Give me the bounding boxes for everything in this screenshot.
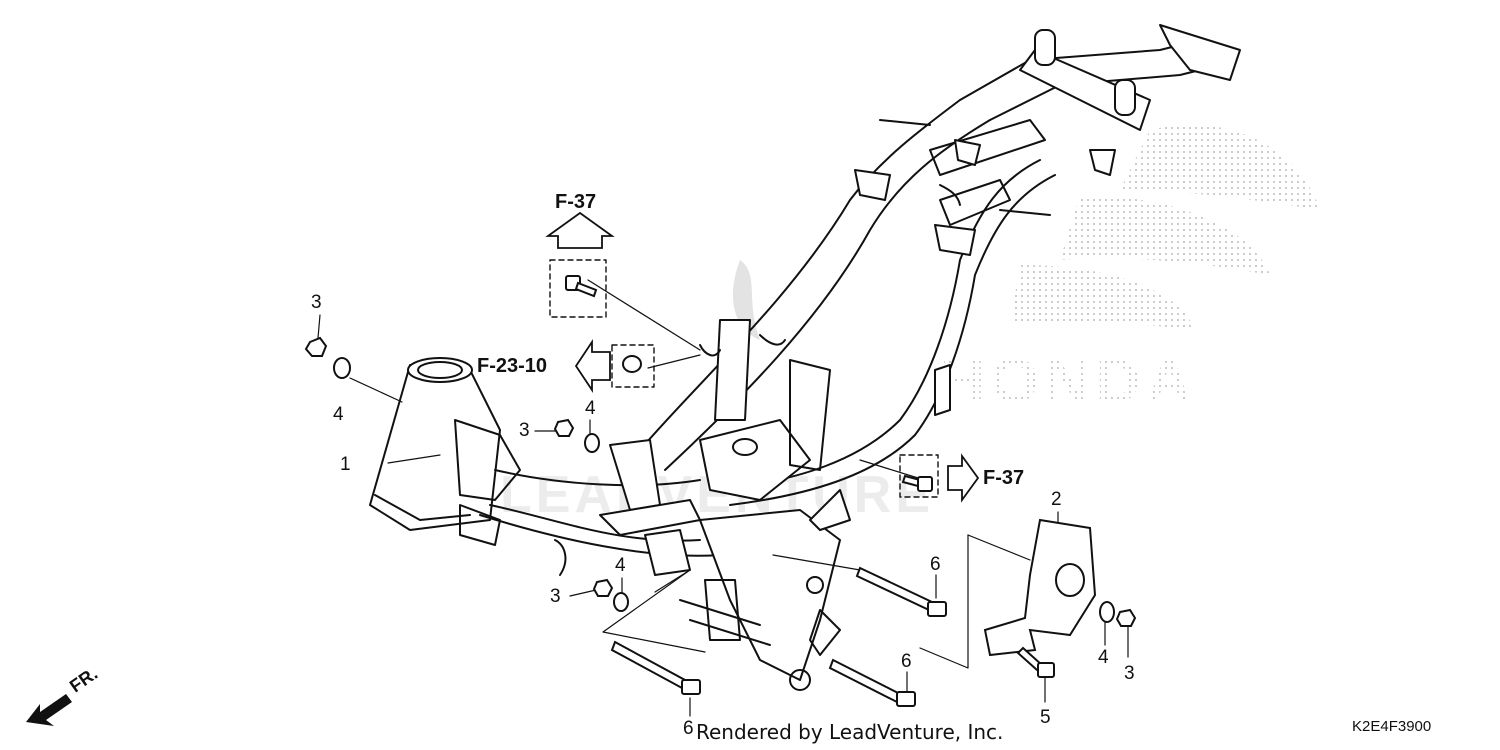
callout-4-c: 4	[615, 555, 626, 576]
callout-3-b: 3	[519, 420, 530, 441]
callout-3-d: 3	[1124, 663, 1135, 684]
render-credit: Rendered by LeadVenture, Inc.	[696, 720, 1004, 744]
diagram-code: K2E4F3900	[1352, 718, 1432, 735]
ref-f37-top[interactable]: F-37	[555, 191, 597, 213]
up-arrow-icon	[545, 211, 615, 249]
frame-body	[369, 24, 1241, 691]
callout-4-d: 4	[1098, 647, 1109, 668]
ref-bolt-right	[901, 474, 933, 492]
callout-6-a: 6	[930, 554, 941, 575]
washer-4-a	[333, 357, 351, 379]
bolt-5	[1016, 646, 1055, 678]
callout-5: 5	[1040, 707, 1051, 728]
ref-grommet	[622, 355, 642, 373]
bolt-6-c	[828, 658, 916, 707]
callout-6-b: 6	[901, 651, 912, 672]
callout-6-c: 6	[683, 718, 694, 739]
bracket-part-2	[983, 518, 1097, 657]
callout-2: 2	[1051, 489, 1062, 510]
left-arrow-icon	[574, 339, 611, 393]
ref-f37-right[interactable]: F-37	[983, 467, 1025, 489]
callout-3-a: 3	[311, 292, 322, 313]
washer-4-b	[584, 433, 600, 453]
nut-3-a	[304, 336, 328, 357]
ref-bolt-top	[565, 275, 598, 298]
callout-4-a: 4	[333, 404, 344, 425]
reference-boxes	[549, 259, 939, 498]
callout-3-c: 3	[550, 586, 561, 607]
washer-4-d	[1099, 601, 1115, 623]
nut-3-d	[1115, 608, 1137, 627]
honda-wing-watermark	[732, 124, 1320, 340]
bolt-6-b	[855, 566, 947, 617]
callout-1: 1	[340, 454, 351, 475]
bolt-6-a	[610, 640, 701, 695]
washer-4-c	[613, 592, 629, 612]
ref-f23-10[interactable]: F-23-10	[477, 355, 548, 377]
honda-watermark-text: HONDA	[940, 347, 1197, 416]
right-arrow-icon	[947, 453, 980, 503]
nut-3-c	[592, 578, 614, 597]
front-direction-arrow-icon	[26, 694, 72, 726]
nut-3-b	[553, 418, 575, 437]
callout-4-b: 4	[585, 398, 596, 419]
